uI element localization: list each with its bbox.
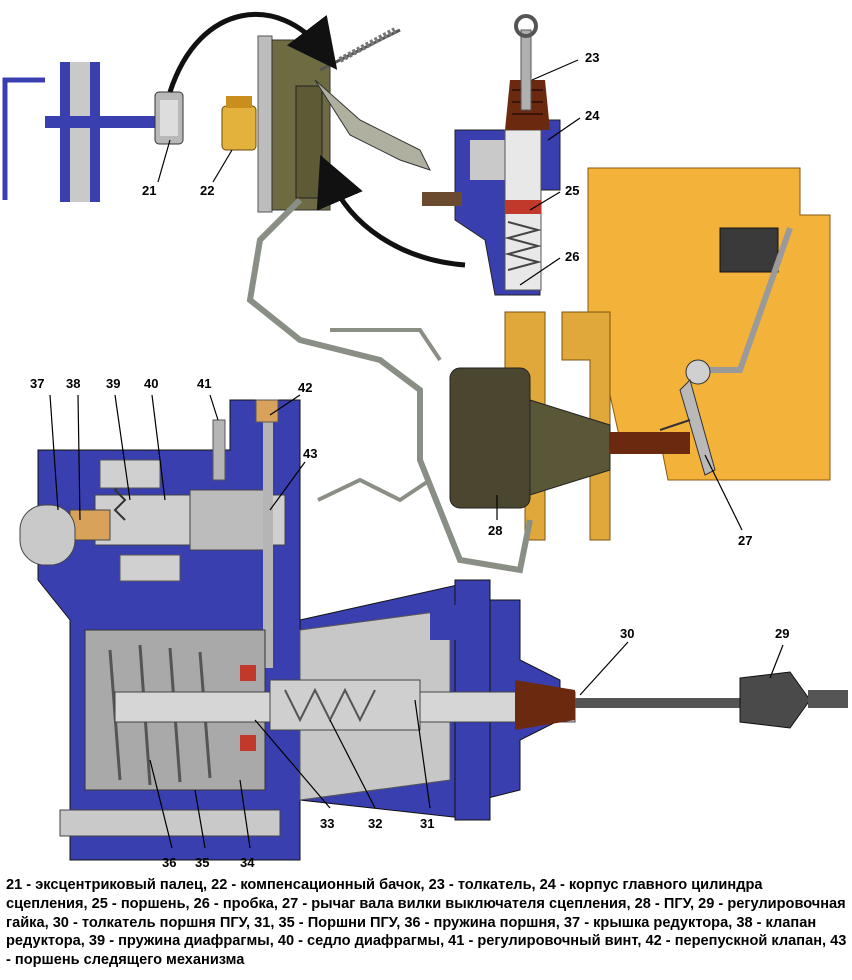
label-30: 30	[620, 626, 634, 641]
label-26: 26	[565, 249, 579, 264]
pedal-assembly	[257, 27, 431, 213]
label-36: 36	[162, 855, 176, 868]
label-22: 22	[200, 183, 214, 198]
label-43: 43	[303, 446, 317, 461]
figure-caption: 21 - эксцентриковый палец, 22 - компенса…	[6, 877, 847, 969]
compensation-tank	[221, 96, 257, 151]
leader-lines	[49, 59, 784, 849]
part-number-labels: 21 22 23 24 25 26 27 28 29 30 31 32 33 3…	[30, 50, 789, 868]
label-28: 28	[488, 523, 502, 538]
pneumohydraulic-booster-section	[19, 399, 848, 861]
pgu-unit	[449, 367, 691, 509]
label-35: 35	[195, 855, 209, 868]
clutch-hydraulic-diagram: 21 22 23 24 25 26 27 28 29 30 31 32 33 3…	[2, 12, 848, 868]
label-40: 40	[144, 376, 158, 391]
body-panel	[587, 167, 831, 481]
master-cylinder-section	[422, 14, 561, 296]
label-39: 39	[106, 376, 120, 391]
flow-arrows	[167, 12, 466, 268]
label-32: 32	[368, 816, 382, 831]
eccentric-pin	[154, 91, 184, 145]
label-38: 38	[66, 376, 80, 391]
label-33: 33	[320, 816, 334, 831]
label-42: 42	[298, 380, 312, 395]
label-25: 25	[565, 183, 579, 198]
pedal-bracket-section	[2, 62, 165, 202]
label-37: 37	[30, 376, 44, 391]
label-31: 31	[420, 816, 434, 831]
label-41: 41	[197, 376, 211, 391]
label-21: 21	[142, 183, 156, 198]
label-23: 23	[585, 50, 599, 65]
hydraulic-pipe	[246, 197, 533, 574]
label-29: 29	[775, 626, 789, 641]
label-27: 27	[738, 533, 752, 548]
label-34: 34	[240, 855, 255, 868]
label-24: 24	[585, 108, 600, 123]
